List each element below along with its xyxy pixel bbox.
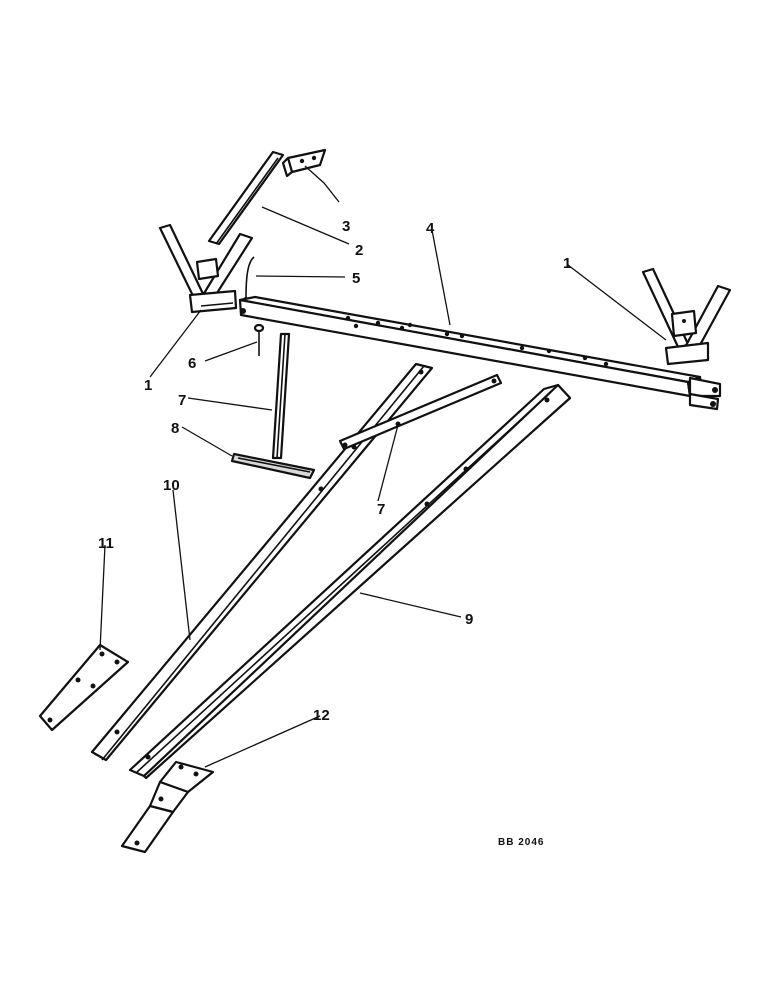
callout-4: 4 — [426, 220, 435, 237]
part-2-brace — [207, 150, 285, 246]
part-7-left-rod — [271, 332, 291, 460]
part-11-plate — [38, 643, 130, 732]
reference-code: BB 2046 — [498, 837, 544, 848]
callout-9: 9 — [465, 611, 473, 628]
callout-7-right: 7 — [377, 501, 385, 518]
callouts: 3 2 5 4 1 1 6 7 8 7 10 11 9 12 — [98, 218, 571, 724]
callout-1-left: 1 — [144, 377, 152, 394]
part-12-offset-plate — [120, 760, 215, 854]
part-9-angle-bar — [128, 383, 572, 780]
callout-1-right: 1 — [563, 255, 571, 272]
part-3-bracket — [281, 148, 327, 178]
leader-lines — [99, 165, 667, 768]
part-1-right-mount — [641, 267, 732, 366]
callout-11: 11 — [98, 535, 114, 552]
callout-8: 8 — [171, 420, 179, 437]
part-6-pin — [253, 323, 265, 356]
callout-5: 5 — [352, 270, 360, 287]
part-1-left-mount — [158, 223, 254, 314]
part-4-main-tube — [238, 295, 722, 411]
callout-12: 12 — [313, 707, 330, 724]
part-7-right-strap — [338, 373, 503, 451]
part-8-foot-plate — [230, 452, 316, 480]
callout-10: 10 — [163, 477, 180, 494]
part-5-hook — [243, 256, 255, 303]
callout-2: 2 — [355, 242, 363, 259]
callout-6: 6 — [188, 355, 196, 372]
callout-7-left: 7 — [178, 392, 186, 409]
callout-3: 3 — [342, 218, 350, 235]
